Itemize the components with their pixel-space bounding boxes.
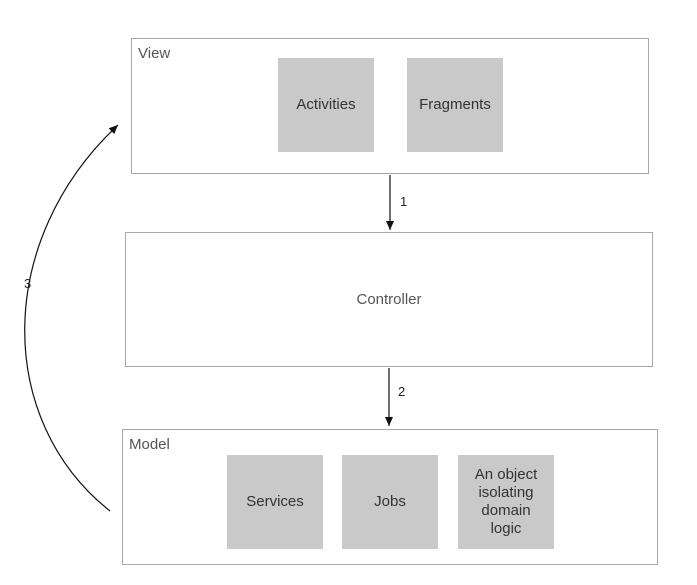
controller-label: Controller <box>356 291 422 308</box>
view-label: View <box>138 45 171 62</box>
arrow-label-1: 1 <box>400 194 408 209</box>
jobs-block: Jobs <box>342 455 438 549</box>
fragments-block: Fragments <box>407 58 503 152</box>
arrow-label-2: 2 <box>398 384 406 399</box>
model-label: Model <box>129 436 170 453</box>
view-layer: View Activities Fragments <box>131 38 649 174</box>
arrow-model-to-view <box>24 124 119 512</box>
activities-block: Activities <box>278 58 374 152</box>
model-layer: Model Services Jobs An object isolating … <box>122 429 658 565</box>
domain-logic-block: An object isolating domain logic <box>458 455 554 549</box>
services-block: Services <box>227 455 323 549</box>
arrow-label-3: 3 <box>24 276 32 291</box>
controller-layer: Controller <box>125 232 653 367</box>
